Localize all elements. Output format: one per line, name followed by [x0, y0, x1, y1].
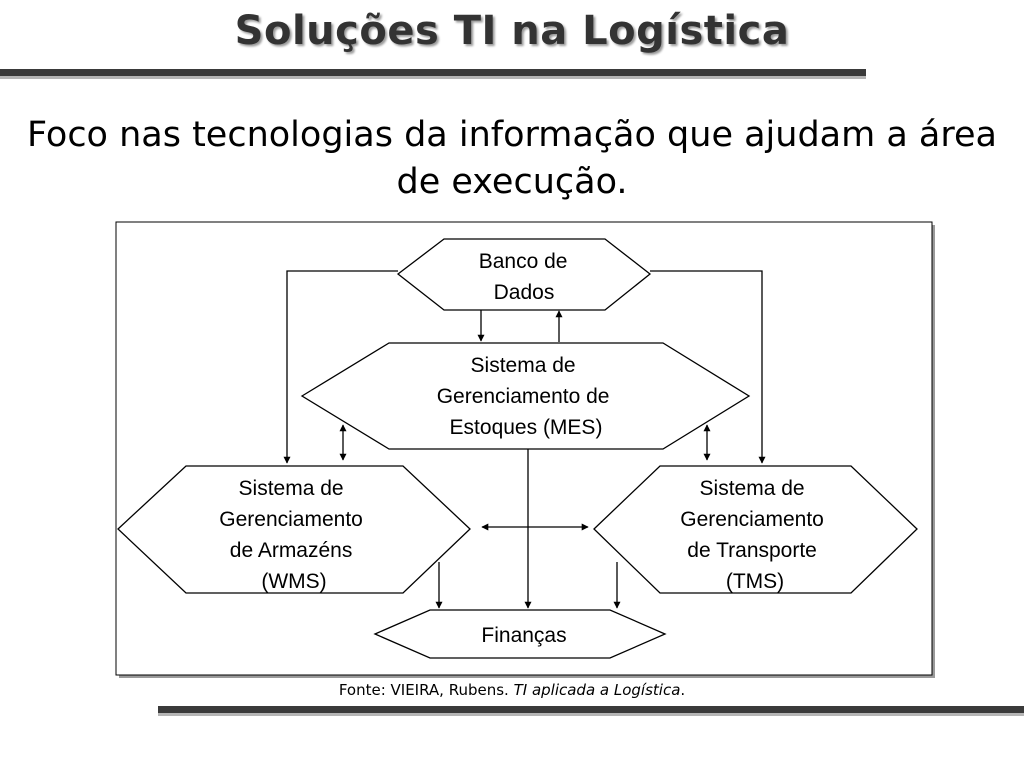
slide-title: Soluções TI na Logística [234, 8, 790, 54]
node-financas-label: Finanças [481, 624, 566, 647]
node-wms-label: Sistema de Gerenciamento de Armazéns (WM… [219, 477, 368, 593]
bottom-divider [158, 706, 1024, 713]
node-mes-label: Sistema de Gerenciamento de Estoques (ME… [437, 354, 616, 439]
source-citation: Fonte: VIEIRA, Rubens. TI aplicada a Log… [0, 681, 1024, 699]
node-banco-de-dados [396, 238, 652, 311]
node-wms [117, 465, 471, 594]
node-tms [593, 465, 918, 594]
source-title: TI aplicada a Logística [513, 681, 681, 699]
node-banco-label: Banco de Dados [479, 250, 574, 304]
connector-banco-to-tms [650, 270, 766, 464]
node-financas [373, 609, 667, 659]
node-tms-label: Sistema de Gerenciamento de Transporte (… [680, 477, 829, 593]
connectors [283, 270, 766, 609]
source-suffix: . [680, 681, 686, 699]
node-mes [300, 342, 751, 450]
slide-subtitle: Foco nas tecnologias da informação que a… [27, 115, 997, 202]
source-prefix: Fonte: VIEIRA, Rubens. [338, 681, 514, 699]
connector-banco-to-wms [283, 270, 398, 464]
title-divider [0, 69, 866, 76]
